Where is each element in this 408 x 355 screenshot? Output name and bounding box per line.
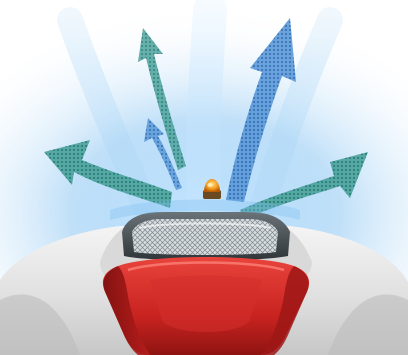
- illustration-canvas: [0, 0, 408, 355]
- helmet-airflow-illustration: [0, 0, 408, 355]
